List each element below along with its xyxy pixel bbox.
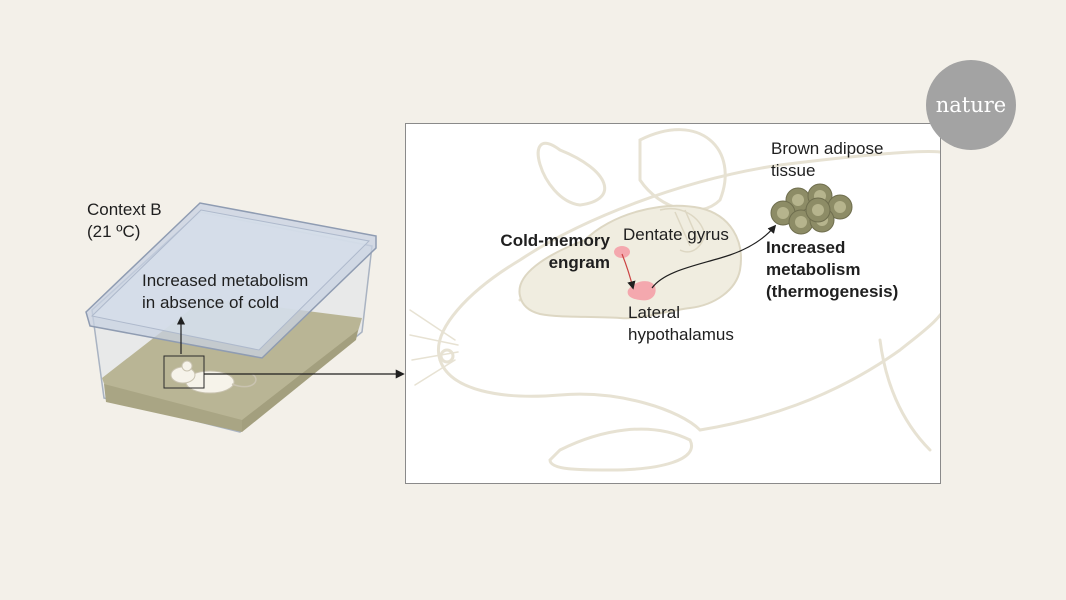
bedding-front (104, 384, 242, 432)
dentate-gyrus-label: Dentate gyrus (623, 225, 729, 244)
hypothalamus-to-bat-arrow (651, 224, 777, 289)
brown-fat-cluster (770, 183, 853, 235)
zoom-box (163, 355, 205, 389)
engram-label: Cold-memory engram (500, 231, 610, 272)
brain (518, 204, 742, 320)
thermogenesis-label: Increased metabolism (thermogenesis) (766, 238, 899, 301)
cage (85, 202, 377, 433)
cage-metabolism-label: Increased metabolism in absence of cold (142, 271, 309, 312)
logo-text: nature (935, 93, 1007, 117)
engram-to-hypothalamus-arrow (621, 253, 636, 290)
nature-logo: nature (926, 60, 1016, 150)
engram-region (614, 246, 630, 258)
context-label: Context B (21 ºC) (87, 200, 162, 241)
hypothalamus-label: Lateral hypothalamus (628, 303, 734, 344)
large-mouse-icon (409, 128, 940, 472)
bat-label: Brown adipose tissue (771, 139, 884, 180)
